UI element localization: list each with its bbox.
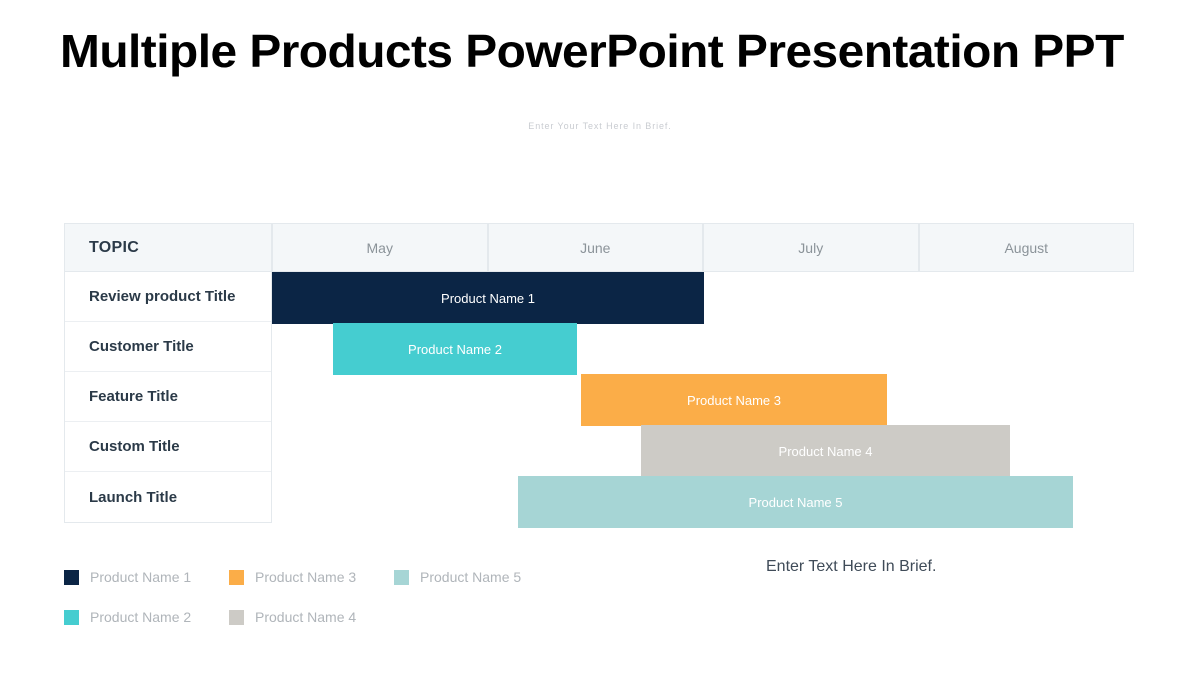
legend-label: Product Name 3 bbox=[255, 569, 357, 585]
legend-swatch-icon bbox=[229, 569, 244, 585]
gantt-bars-layer: Product Name 1 Product Name 2 Product Na… bbox=[64, 272, 1135, 528]
legend-item-product-4[interactable]: Product Name 4 bbox=[229, 597, 394, 637]
legend-swatch-icon bbox=[229, 609, 244, 625]
legend-item-product-5[interactable]: Product Name 5 bbox=[394, 557, 559, 597]
table-row: Launch Title bbox=[89, 488, 178, 506]
row-label-column: Review product Title Customer Title Feat… bbox=[64, 272, 272, 523]
legend-label: Product Name 4 bbox=[255, 609, 357, 625]
gantt-bar-product-4[interactable]: Product Name 4 bbox=[641, 425, 1010, 477]
legend-item-product-2[interactable]: Product Name 2 bbox=[64, 597, 229, 637]
table-row: Customer Title bbox=[65, 322, 271, 372]
legend-swatch-icon bbox=[64, 569, 79, 585]
slide-subtitle: Enter Your Text Here In Brief. bbox=[528, 121, 672, 131]
gantt-bar-product-2[interactable]: Product Name 2 bbox=[333, 323, 577, 375]
legend-swatch-icon bbox=[64, 609, 79, 625]
legend-swatch-icon bbox=[394, 569, 409, 585]
gantt-chart: TOPIC May June July August Review produc… bbox=[64, 223, 1135, 528]
gantt-bar-product-5[interactable]: Product Name 5 bbox=[518, 476, 1073, 528]
table-row: Review product Title bbox=[65, 272, 271, 322]
footer-note: Enter Text Here In Brief. bbox=[766, 558, 937, 575]
column-header-june: June bbox=[487, 223, 703, 272]
column-header-may: May bbox=[272, 223, 488, 272]
column-header-august: August bbox=[918, 223, 1134, 272]
legend-label: Product Name 5 bbox=[420, 569, 522, 585]
legend-item-empty bbox=[394, 597, 559, 637]
table-row: Feature Title bbox=[65, 372, 271, 422]
legend-item-product-1[interactable]: Product Name 1 bbox=[64, 557, 229, 597]
legend: Product Name 1 Product Name 2 Product Na… bbox=[64, 557, 624, 637]
legend-label: Product Name 2 bbox=[90, 609, 192, 625]
column-header-july: July bbox=[703, 223, 919, 272]
legend-item-product-3[interactable]: Product Name 3 bbox=[229, 557, 394, 597]
legend-label: Product Name 1 bbox=[90, 569, 192, 585]
column-header-topic: TOPIC bbox=[64, 223, 272, 272]
gantt-bar-product-1[interactable]: Product Name 1 bbox=[272, 272, 704, 324]
gantt-bar-product-3[interactable]: Product Name 3 bbox=[581, 374, 887, 426]
gantt-header-row: TOPIC May June July August bbox=[64, 223, 1135, 272]
table-row: Custom Title bbox=[65, 422, 271, 472]
page-title: Multiple Products PowerPoint Presentatio… bbox=[60, 25, 1124, 77]
